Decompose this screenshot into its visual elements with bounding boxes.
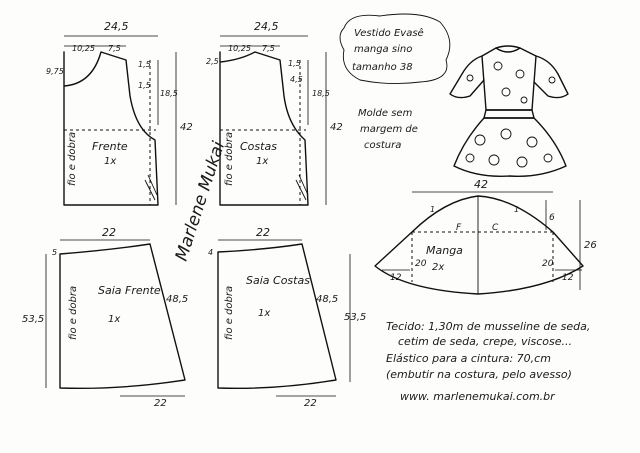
- length-right-label: 48,5: [166, 294, 188, 305]
- fold-label: fio e dobra: [67, 132, 78, 186]
- bodice-front-piece: 24,5 10,25 7,5 1,5 9,75 1,5 18,5 42 fio …: [46, 20, 193, 206]
- dress-right-sleeve: [533, 55, 569, 99]
- seam-note: Molde sem margem de costura: [358, 108, 418, 151]
- title-block: Vestido Evasê manga sino tamanho 38: [339, 13, 451, 85]
- armhole-depth-label: 18,5: [312, 89, 330, 98]
- bottom-width-label: 22: [304, 398, 317, 409]
- skirt-back-outline: [217, 243, 337, 390]
- top-width-label: 42: [474, 178, 488, 191]
- bodice-front-outline: [63, 51, 159, 206]
- length-left-label: 48,5: [316, 294, 338, 305]
- side-height-label: 26: [584, 240, 597, 251]
- title-bubble: [339, 13, 451, 85]
- flare-left-label: 12: [390, 273, 402, 283]
- neck-drop-label: 2,5: [206, 57, 219, 66]
- shoulder-drop-label: 1,5: [288, 59, 301, 68]
- materials-line: (embutir na costura, pelo avesso): [386, 368, 572, 381]
- flare-right-label: 12: [562, 273, 574, 283]
- piece-name: Saia Costas: [246, 274, 310, 287]
- dress-bodice: [481, 47, 537, 111]
- dress-left-sleeve: [449, 55, 485, 99]
- length-right-label: 53,5: [344, 312, 366, 323]
- materials-line: cetim de seda, crepe, viscose...: [398, 335, 572, 348]
- materials-line: Tecido: 1,30m de musseline de seda,: [386, 320, 590, 333]
- shoulder-drop-label: 1,5: [138, 60, 151, 69]
- armhole-label: 1,5: [138, 81, 151, 90]
- armhole-label: 4,5: [290, 75, 303, 84]
- armhole-depth-label: 18,5: [160, 89, 178, 98]
- piece-qty: 1x: [104, 156, 116, 167]
- bodice-back-piece: 24,5 10,25 7,5 2,5 1,5 4,5 18,5 42 fio e…: [206, 20, 343, 206]
- dress-flower-print: [465, 61, 556, 168]
- piece-qty: 1x: [258, 308, 270, 319]
- piece-qty: 1x: [108, 314, 120, 325]
- front-mark: F: [456, 223, 462, 233]
- title-line: Vestido Evasê: [354, 27, 424, 39]
- neck-width-label: 10,25: [72, 44, 95, 53]
- cap-right-label: 1: [514, 205, 519, 214]
- top-drop-label: 4: [208, 248, 213, 257]
- sleeve-outline: [374, 195, 584, 295]
- top-drop-label: 5: [52, 248, 57, 257]
- neck-drop-label: 9,75: [46, 67, 64, 76]
- website-url: www. marlenemukai.com.br: [400, 390, 556, 403]
- materials-block: Tecido: 1,30m de musseline de seda, ceti…: [386, 320, 590, 403]
- materials-line: Elástico para a cintura: 70,cm: [386, 352, 551, 365]
- bottom-width-label: 22: [154, 398, 167, 409]
- length-label: 42: [180, 122, 193, 133]
- skirt-front-outline: [59, 243, 186, 390]
- length-label: 42: [330, 122, 343, 133]
- sleeve-piece: 42 1 1 6 26 F C 20 20 12 12 Manga 2x: [374, 178, 597, 295]
- top-width-label: 22: [256, 226, 270, 239]
- width-label: 24,5: [254, 20, 279, 33]
- piece-qty: 1x: [256, 156, 268, 167]
- cut-left-label: 20: [415, 259, 427, 269]
- note-line: margem de: [360, 124, 418, 135]
- fold-label: fio e dobra: [224, 286, 235, 340]
- piece-name: Saia Frente: [98, 284, 161, 297]
- note-line: Molde sem: [358, 108, 413, 119]
- cap-left-label: 1: [430, 205, 435, 214]
- fold-label: fio e dobra: [68, 286, 79, 340]
- cut-right-label: 20: [542, 259, 554, 269]
- piece-name: Costas: [240, 140, 277, 153]
- note-line: costura: [364, 140, 401, 151]
- dress-waist-band: [483, 109, 535, 119]
- dress-neckline: [495, 45, 521, 49]
- skirt-back-piece: 22 4 48,5 53,5 22 fio e dobra Saia Costa…: [208, 226, 366, 409]
- fold-label: fio e dobra: [224, 132, 235, 186]
- hatch-mark: [295, 174, 309, 201]
- hatch-mark: [144, 174, 158, 201]
- piece-name: Manga: [426, 244, 463, 257]
- piece-name: Frente: [92, 140, 128, 153]
- length-left-label: 53,5: [22, 314, 44, 325]
- shoulder-width-label: 7,5: [108, 44, 121, 53]
- back-mark: C: [492, 223, 499, 233]
- title-line: tamanho 38: [352, 62, 413, 73]
- neck-width-label: 10,25: [228, 44, 251, 53]
- bodice-back-outline: [219, 51, 309, 206]
- title-line: manga sino: [354, 44, 412, 55]
- dress-illustration: [449, 45, 569, 177]
- dress-skirt: [453, 117, 567, 177]
- piece-qty: 2x: [432, 262, 444, 273]
- skirt-front-piece: 22 5 53,5 48,5 22 fio e dobra Saia Frent…: [22, 226, 188, 409]
- cap-height-label: 6: [549, 213, 555, 223]
- width-label: 24,5: [104, 20, 129, 33]
- shoulder-width-label: 7,5: [262, 44, 275, 53]
- top-width-label: 22: [102, 226, 116, 239]
